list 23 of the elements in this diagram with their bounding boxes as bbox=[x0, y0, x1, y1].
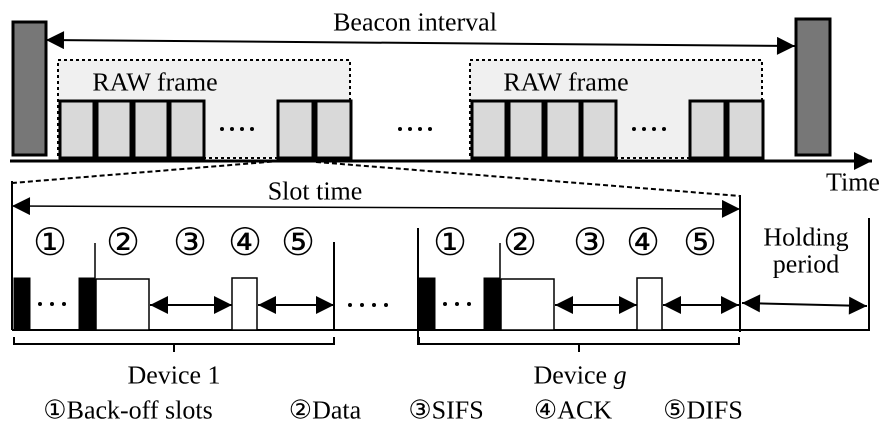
interval-label: Slot time bbox=[268, 177, 362, 205]
circled-number: ③ bbox=[572, 223, 608, 263]
device-label: Device 1 bbox=[127, 361, 221, 389]
frame-label: RAW frame bbox=[92, 68, 218, 96]
circled-number: ⑤ bbox=[280, 223, 316, 263]
device-label: Device g bbox=[533, 361, 627, 389]
circled-number: ③ bbox=[172, 223, 208, 263]
interval-label: Holding period bbox=[762, 224, 850, 278]
circled-number: ① bbox=[432, 223, 468, 263]
legend-item: ②Data bbox=[288, 396, 362, 424]
circled-number: ⑤ bbox=[682, 223, 718, 263]
circled-number: ④ bbox=[626, 223, 660, 263]
legend-item: ①Back-off slots bbox=[43, 396, 213, 424]
frame-label: RAW frame bbox=[503, 68, 629, 96]
interval-label: Beacon interval bbox=[333, 8, 497, 36]
legend-item: ③SIFS bbox=[408, 396, 484, 424]
axis-label: Time bbox=[826, 168, 880, 196]
legend-item: ⑤DIFS bbox=[663, 396, 743, 424]
circled-number: ④ bbox=[228, 223, 262, 263]
circled-number: ① bbox=[32, 223, 68, 263]
legend-item: ④ACK bbox=[534, 396, 612, 424]
circled-number: ② bbox=[502, 223, 538, 263]
circled-number: ② bbox=[106, 223, 140, 263]
